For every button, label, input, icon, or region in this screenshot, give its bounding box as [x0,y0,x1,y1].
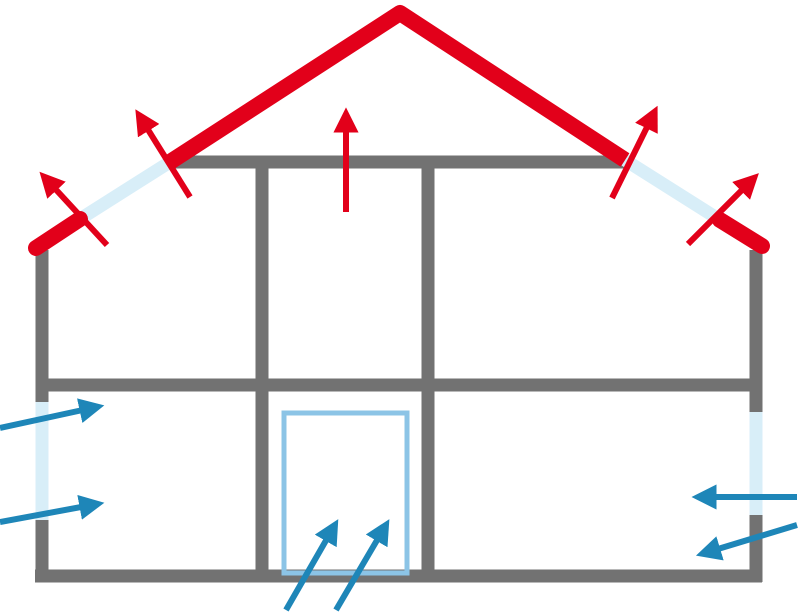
windows [35,154,763,520]
right-roof-window [621,154,724,226]
roof-left-eave [28,211,88,256]
heat-loss-arrow-icon [135,109,193,199]
roof [28,5,770,256]
air-inflow-arrow-icon [283,519,339,612]
heat-loss-arrow-icon [609,105,658,200]
door [281,410,410,576]
air-inflow-arrow-icon [0,494,105,525]
air-inflow-arrow-icon [695,522,798,561]
roof-right-eave [712,212,770,254]
air-inflow-arrow-icon [333,519,390,612]
walls [35,155,763,583]
roof-main [165,5,630,169]
heat-loss-arrow-icon [685,173,759,247]
heat-loss-arrow-icon [39,171,110,248]
left-roof-window [76,156,174,225]
inflow-arrows [0,398,798,612]
outflow-arrows [39,105,759,248]
air-inflow-arrow-icon [0,398,105,431]
